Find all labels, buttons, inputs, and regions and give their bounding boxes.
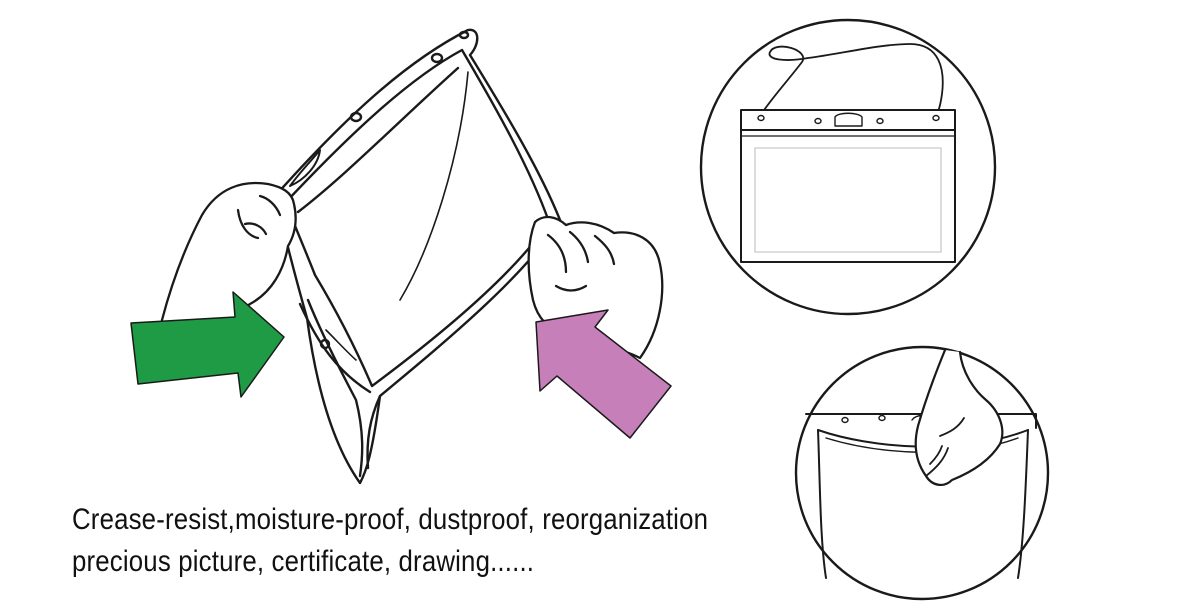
inserting-hand	[914, 348, 1004, 486]
insert-document-circle	[794, 345, 1050, 601]
up-left-arrow-icon	[535, 309, 672, 439]
left-hand	[160, 181, 297, 324]
right-arrow-icon	[130, 291, 285, 398]
flexed-pouch	[274, 28, 562, 485]
caption-line-2: precious picture, certificate, drawing..…	[72, 545, 535, 578]
lanyard-pouch-circle	[699, 18, 997, 316]
caption-line-1: Crease-resist,moisture-proof, dustproof,…	[72, 503, 709, 536]
